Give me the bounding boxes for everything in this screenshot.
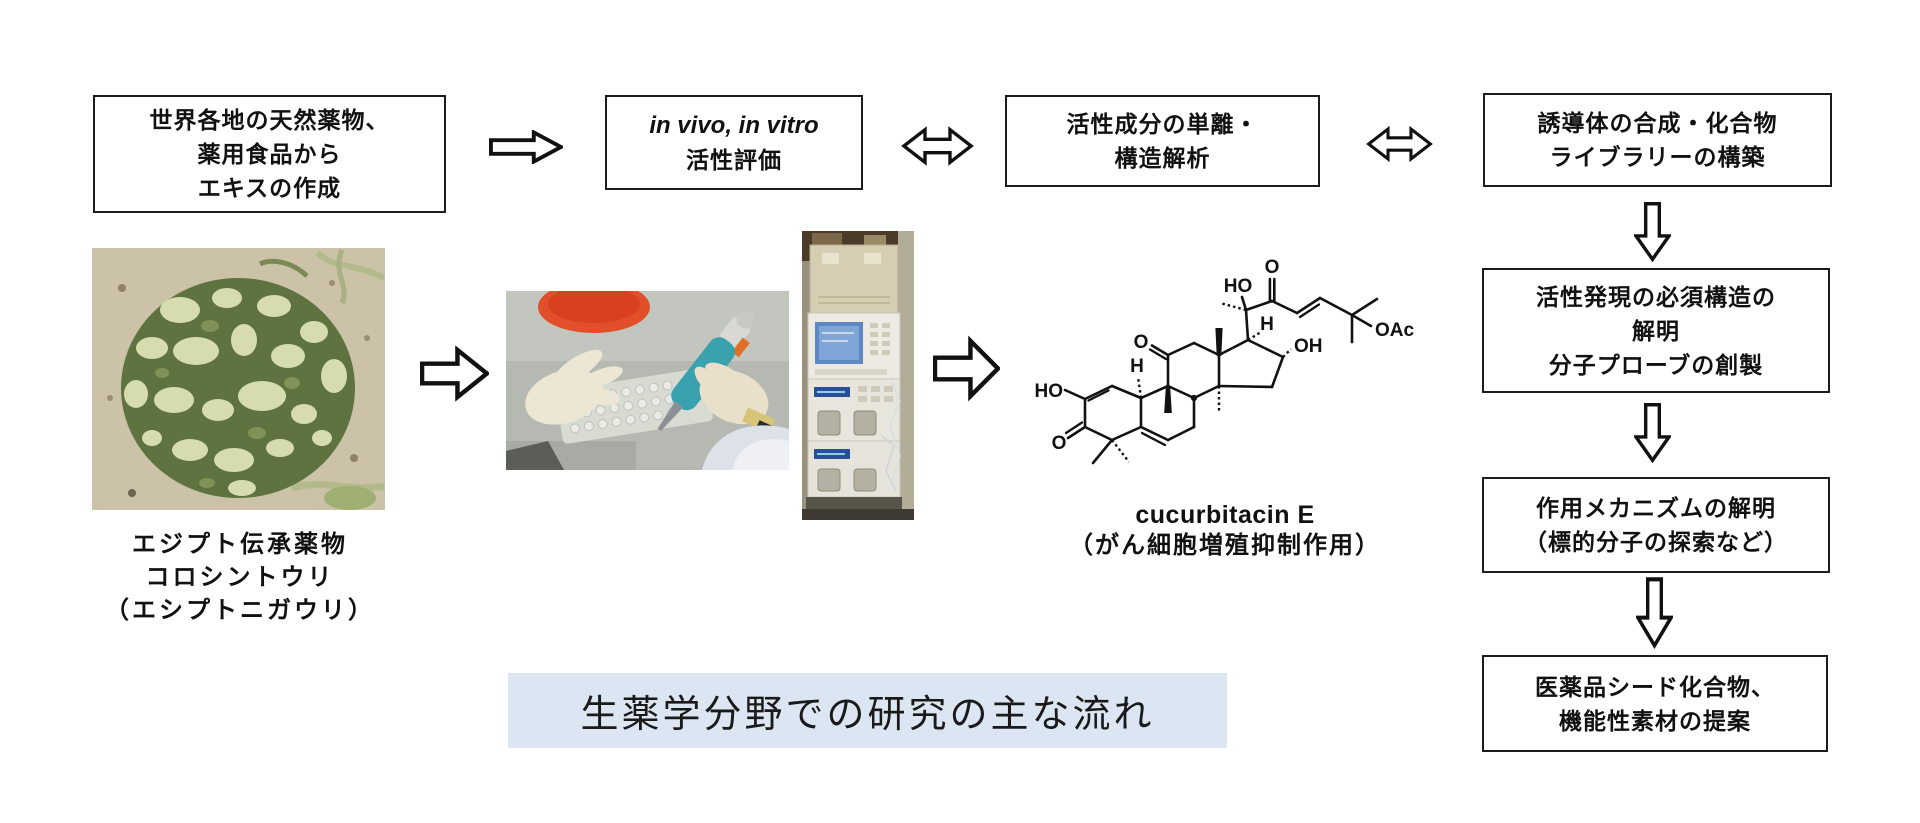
- colocynth-caption-line2: コロシントウリ: [145, 564, 335, 591]
- compound-name: cucurbitacin E: [1135, 501, 1315, 529]
- colocynth-caption: エジプト伝承薬物 コロシントウリ （エシプトニガウリ）: [66, 528, 414, 627]
- flow-box-elucidation-line1: 活性発現の必須構造の: [1536, 283, 1776, 310]
- flow-box-proposal-line1: 医薬品シード化合物、: [1535, 673, 1775, 700]
- double-arrow-icon: [901, 126, 974, 166]
- down-arrow-icon: [1634, 201, 1671, 263]
- flow-box-extract-line2: 薬用食品から: [197, 141, 342, 167]
- flow-box-isolation: 活性成分の単離・ 構造解析: [1005, 95, 1320, 187]
- hplc-instrument-photo: [802, 231, 914, 520]
- title-banner: 生薬学分野での研究の主な流れ: [508, 673, 1227, 748]
- flow-box-mechanism-line2: （標的分子の探索など）: [1524, 529, 1788, 555]
- atom-label-o-c11: O: [1134, 332, 1149, 353]
- right-arrow-icon: [420, 345, 489, 402]
- flow-box-assay: in vivo, in vitro 活性評価: [605, 95, 863, 190]
- flow-box-assay-line2: 活性評価: [686, 146, 782, 173]
- cucurbitacin-e-structure: HO O H O HO O OH H OAc: [1005, 225, 1445, 495]
- flow-box-elucidation: 活性発現の必須構造の 解明 分子プローブの創製: [1482, 268, 1830, 393]
- flow-box-proposal: 医薬品シード化合物、 機能性素材の提案: [1482, 655, 1828, 752]
- atom-label-o-c22: O: [1265, 257, 1280, 278]
- title-banner-text: 生薬学分野での研究の主な流れ: [580, 694, 1155, 736]
- flow-box-extract: 世界各地の天然薬物、 薬用食品から エキスの作成: [93, 95, 446, 213]
- cucurbitacin-e-structure-drawing: HO O H O HO O OH H OAc: [1035, 257, 1415, 465]
- atom-label-oac: OAc: [1375, 320, 1415, 341]
- double-arrow-icon: [1366, 126, 1433, 162]
- pipetting-lab-photo: [506, 291, 789, 470]
- colocynth-fruit-photo: [92, 248, 385, 510]
- flow-box-elucidation-line3: 分子プローブの創製: [1548, 351, 1764, 378]
- flow-box-elucidation-line2: 解明: [1632, 317, 1680, 344]
- flow-box-library-line2: ライブラリーの構築: [1549, 144, 1766, 170]
- down-arrow-icon: [1634, 402, 1671, 464]
- atom-label-o-ring-a: O: [1052, 433, 1067, 454]
- flow-box-isolation-line1: 活性成分の単離・: [1066, 111, 1259, 137]
- flow-box-assay-line1: in vivo, in vitro: [649, 111, 819, 139]
- atom-label-h-c10: H: [1130, 356, 1144, 377]
- atom-label-ho-c20: HO: [1224, 276, 1253, 297]
- flow-box-isolation-line2: 構造解析: [1114, 145, 1211, 171]
- colocynth-caption-line3: （エシプトニガウリ）: [105, 597, 375, 624]
- atom-label-ho-ring-a: HO: [1035, 381, 1064, 402]
- atom-label-h-c17: H: [1260, 314, 1274, 335]
- flow-box-library: 誘導体の合成・化合物 ライブラリーの構築: [1483, 93, 1832, 187]
- flow-box-extract-line3: エキスの作成: [197, 175, 342, 201]
- colocynth-caption-line1: エジプト伝承薬物: [132, 531, 348, 558]
- flow-box-proposal-line2: 機能性素材の提案: [1559, 707, 1751, 734]
- right-arrow-icon: [933, 335, 1000, 402]
- pipetting-lab-illustration: [506, 291, 789, 470]
- colocynth-fruit-illustration: [92, 248, 385, 510]
- flow-box-library-line1: 誘導体の合成・化合物: [1537, 110, 1778, 136]
- compound-caption: cucurbitacin E （がん細胞増殖抑制作用）: [1025, 500, 1425, 562]
- flow-box-mechanism: 作用メカニズムの解明 （標的分子の探索など）: [1482, 477, 1830, 573]
- flow-box-extract-line1: 世界各地の天然薬物、: [149, 107, 390, 133]
- compound-activity: （がん細胞増殖抑制作用）: [1069, 532, 1381, 559]
- atom-label-oh-c16: OH: [1294, 336, 1323, 357]
- right-arrow-icon: [489, 130, 563, 164]
- down-arrow-icon: [1636, 577, 1673, 649]
- flow-box-mechanism-line1: 作用メカニズムの解明: [1536, 495, 1776, 521]
- hplc-instrument-illustration: [802, 231, 914, 520]
